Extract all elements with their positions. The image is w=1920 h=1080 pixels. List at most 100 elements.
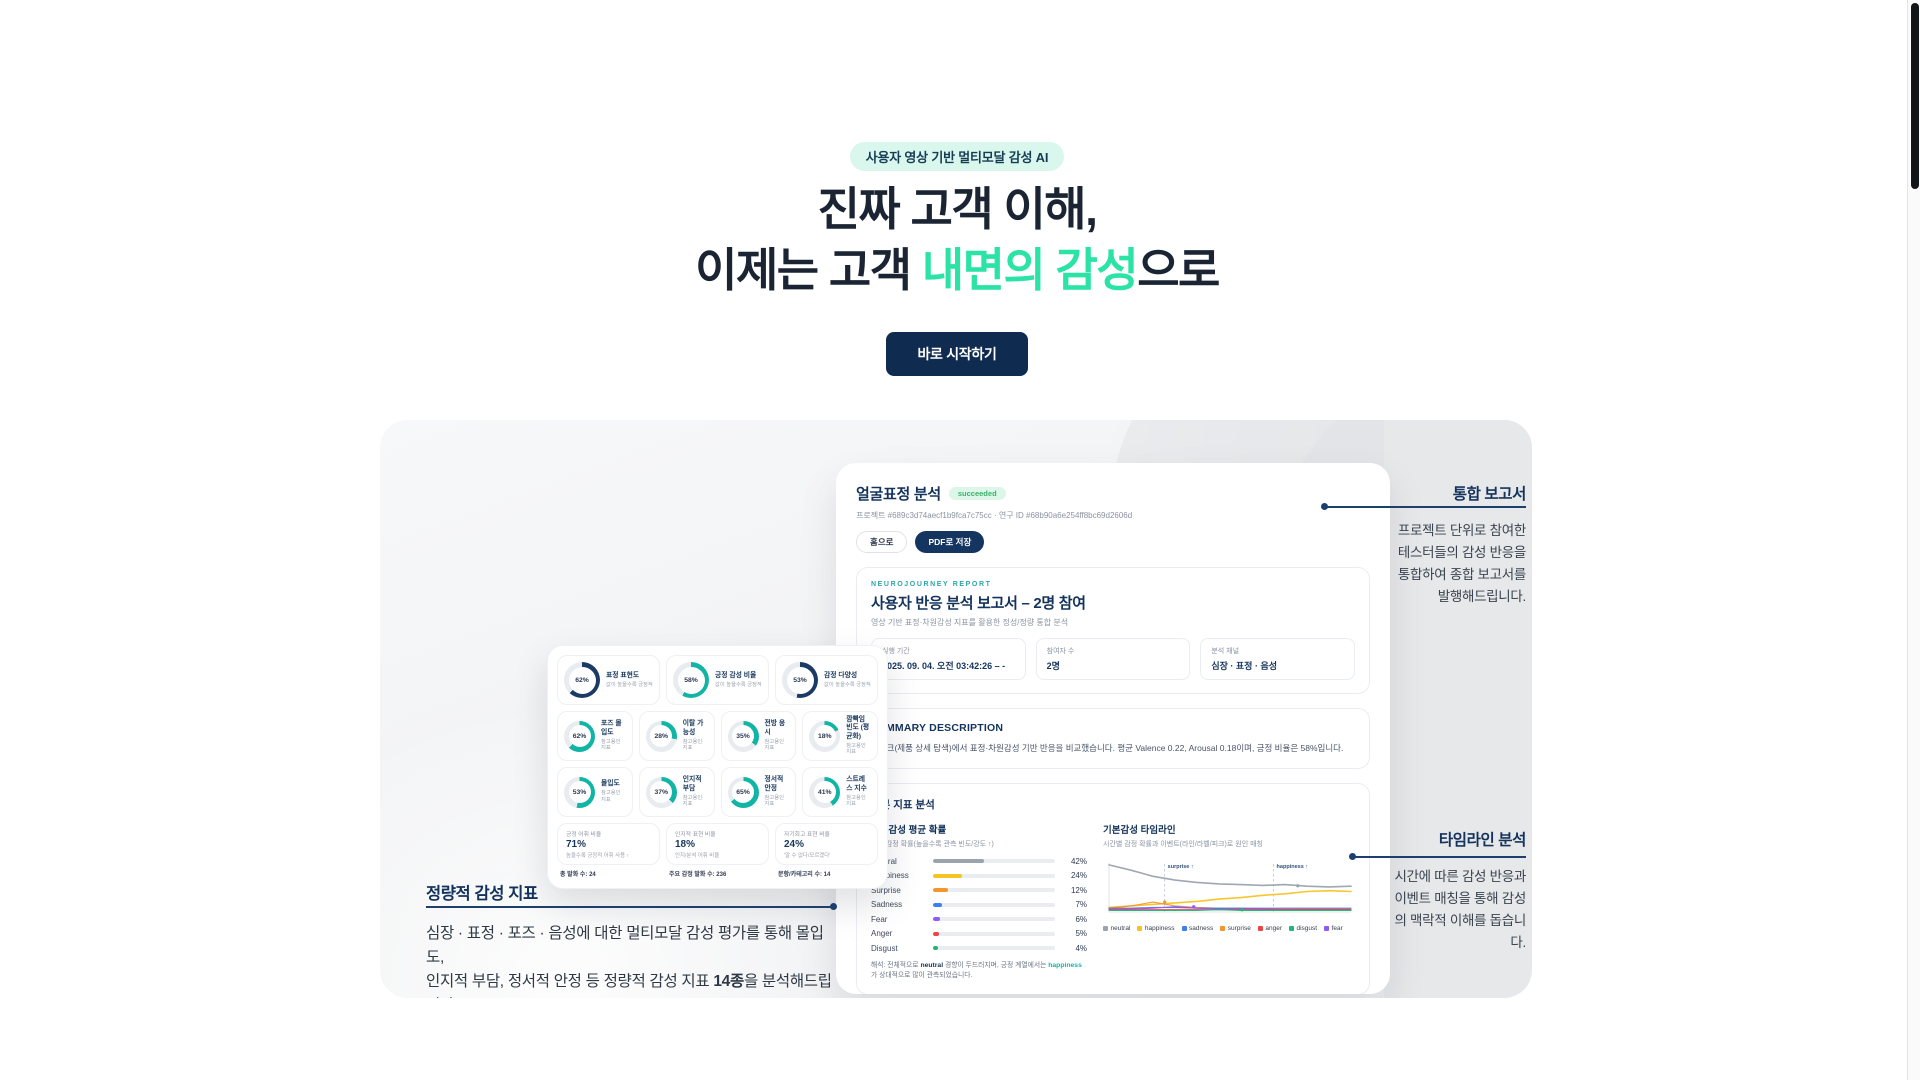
bar-track	[933, 902, 1055, 907]
annotation-body: 시간에 따른 감성 반응과 이벤트 매칭을 통해 감성의 맥락적 이해를 돕습니…	[1394, 869, 1526, 950]
legend-item: disgust	[1288, 924, 1318, 932]
donut-label: 포즈 몰입도	[601, 720, 622, 736]
bar-label: Surprise	[871, 885, 901, 895]
annotation-strip	[1384, 420, 1532, 998]
stat-value: 18%	[675, 839, 696, 850]
annotation-line2-suffix: 을 분석해드립니다.	[426, 973, 832, 998]
donut-gauge: 53%	[564, 776, 595, 808]
bar-fill	[933, 873, 963, 878]
donut-label: 전방 응시	[764, 720, 786, 736]
donut-gauge: 35%	[727, 720, 759, 752]
emotion-bar-list: Neutral42%Happiness24%Surprise12%Sadness…	[871, 857, 1087, 953]
timeline-panel: 기본감성 타임라인 시간별 감정 확률과 이벤트(라인/라벨/피크)로 원인 매…	[1103, 822, 1355, 981]
footnote-neutral: neutral	[920, 961, 944, 969]
connector-line-report	[1324, 506, 1526, 508]
metrics-card: 기본 지표 분석 기본감성 평균 확률 평균 감정 확률(높을수록 관측 빈도/…	[856, 782, 1370, 994]
connector-dot-timeline	[1349, 853, 1356, 860]
footnote-happiness: happiness	[1048, 961, 1082, 969]
legend-item: surprise	[1220, 925, 1251, 932]
donut-text: 깜빡임 빈도 (평균화)참고용인 지표	[846, 716, 871, 756]
happiness-legend-swatch	[1137, 925, 1143, 931]
donut-gauge: 41%	[809, 776, 841, 808]
donut-label: 정서적 안정	[764, 776, 784, 792]
bar-track	[933, 931, 1055, 936]
info-card-value: 2025. 09. 04. 오전 03:42:26 – -	[882, 661, 1006, 671]
bar-row: Surprise 12%	[871, 886, 1087, 895]
bar-track	[933, 917, 1055, 922]
bar-value: 12%	[1070, 885, 1087, 895]
annotation-body: 프로젝트 단위로 참여한 테스터들의 감성 반응을 통합하여 종합 보고서를 발…	[1397, 523, 1526, 604]
bar-label: Sadness	[871, 900, 903, 910]
stat-value: 71%	[566, 839, 587, 850]
bar-track	[933, 888, 1055, 893]
donut-caption: 참고용인 지표	[764, 794, 785, 808]
bar-value: 24%	[1070, 871, 1087, 881]
bar-label: Fear	[871, 914, 888, 924]
donut-gauge: 62%	[564, 720, 595, 752]
stat-footer: 주요 감정 발화 수: 236	[669, 872, 727, 878]
dashboard-title: 얼굴표정 분석	[856, 486, 941, 503]
connector-dot-quantitative	[830, 903, 837, 910]
bar-value: 7%	[1075, 900, 1087, 910]
start-button[interactable]: 바로 시작하기	[886, 332, 1028, 377]
annotation-body: 심장 · 표정 · 포즈 · 음성에 대한 멀티모달 감성 평가를 통해 몰입도…	[426, 922, 838, 998]
home-button[interactable]: 홈으로	[856, 531, 908, 553]
info-card-value: 심장 · 표정 · 음성	[1211, 661, 1278, 671]
timeline-chart: surprise ↑happiness ↑	[1108, 862, 1352, 913]
footnote-text: 해석: 전체적으로	[871, 961, 921, 969]
donut-label: 감정 다양성	[824, 671, 858, 679]
bars-title: 기본감성 평균 확률	[871, 824, 947, 836]
donut-label: 이탈 가능성	[682, 720, 704, 736]
donut-value: 65%	[736, 788, 750, 796]
legend-label: disgust	[1296, 924, 1318, 932]
legend-label: surprise	[1227, 924, 1251, 932]
window-scrollbar	[1907, 0, 1920, 1080]
donut-caption: 참고용인 지표	[764, 738, 785, 752]
donut-cell: 18%깜빡임 빈도 (평균화)참고용인 지표	[802, 711, 878, 761]
donut-caption: 참고용인 지표	[601, 738, 621, 752]
bar-row: Neutral42%	[871, 857, 1087, 866]
bar-value: 4%	[1075, 943, 1087, 953]
donut-caption: 값이 높을수록 긍정적	[606, 681, 653, 688]
bar-value: 5%	[1075, 929, 1087, 939]
surprise-legend-swatch	[1220, 925, 1226, 931]
donut-caption: 값이 높을수록 긍정적	[715, 681, 762, 688]
neutral-legend-swatch	[1103, 925, 1108, 931]
stat-caption: 인지/분석 어휘 비율	[675, 853, 720, 859]
connector-dot-report	[1321, 503, 1328, 510]
donut-value: 53%	[793, 676, 807, 684]
scrollbar-thumb[interactable]	[1910, 3, 1919, 189]
fear-legend-swatch	[1324, 925, 1330, 931]
donut-gauge: 53%	[782, 662, 818, 698]
donut-value: 58%	[684, 676, 698, 684]
legend-label: sadness	[1189, 924, 1214, 932]
info-card-label: 참여자 수	[1046, 648, 1075, 655]
footnote-text: 경향이 두드러지며, 긍정 계열에서는	[943, 961, 1049, 969]
donut-gauge: 62%	[564, 662, 600, 698]
donut-gauge: 58%	[673, 662, 709, 698]
save-pdf-button[interactable]: PDF로 저장	[915, 531, 985, 553]
dashboard-card: 얼굴표정 분석 succeeded 프로젝트 #689c3d74aecf1b9f…	[836, 463, 1390, 994]
legend-item: fear	[1324, 925, 1343, 932]
legend-label: fear	[1331, 924, 1343, 932]
legend-label: anger	[1265, 924, 1282, 932]
headline-line2-prefix: 이제는 고객	[695, 243, 922, 296]
